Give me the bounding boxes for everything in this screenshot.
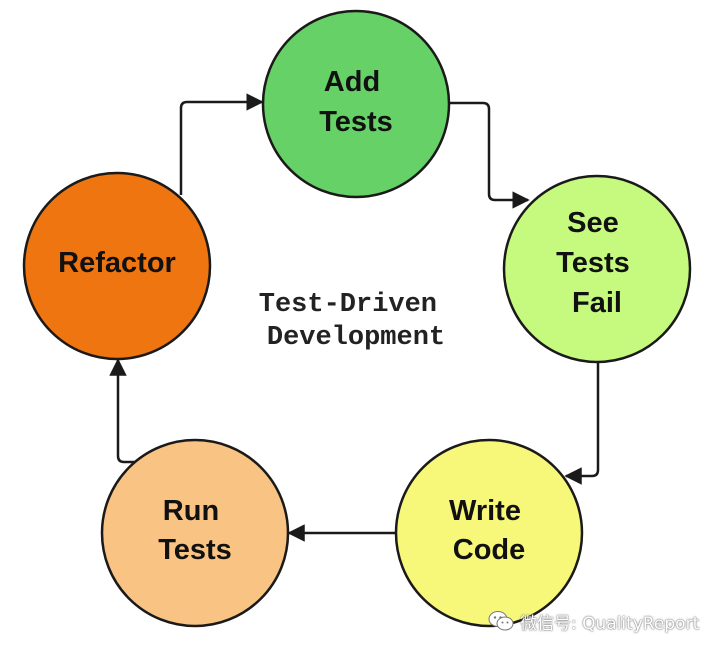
node-run-tests-circle <box>100 438 290 628</box>
node-write-code: Write Code <box>394 438 584 628</box>
center-title-line-1: Test-Driven <box>259 290 437 320</box>
node-refactor-circle <box>22 171 212 361</box>
edge-refactor-to-add-tests <box>179 93 264 195</box>
edge-see-tests-fail-to-write-code <box>564 363 600 485</box>
node-run-tests-label: Run Tests <box>158 495 232 566</box>
node-write-code-circle <box>394 438 584 628</box>
node-see-tests-fail-line-3: Fail <box>572 287 622 319</box>
node-see-tests-fail-label: See Tests Fail <box>556 207 638 319</box>
edge-add-tests-to-see-tests-fail <box>450 101 530 209</box>
node-add-tests-line-2: Tests <box>319 106 393 138</box>
node-run-tests-line-2: Tests <box>158 534 232 566</box>
node-refactor-label: Refactor <box>58 247 176 279</box>
node-see-tests-fail-line-1: See <box>567 207 619 239</box>
node-add-tests-label: Add Tests <box>319 66 393 138</box>
node-add-tests-line-1: Add <box>324 66 380 98</box>
node-run-tests: Run Tests <box>100 438 290 628</box>
wechat-icon <box>488 611 514 631</box>
node-write-code-line-1: Write <box>449 495 521 527</box>
watermark-text: 微信号: QualityReport <box>520 613 700 634</box>
center-title-line-2: Development <box>267 323 445 353</box>
node-refactor-line-1: Refactor <box>58 247 176 279</box>
node-write-code-line-2: Code <box>453 534 526 566</box>
node-refactor: Refactor <box>22 171 212 361</box>
center-title: Test-Driven Development <box>259 290 453 353</box>
node-see-tests-fail-line-2: Tests <box>556 247 630 279</box>
node-write-code-label: Write Code <box>449 495 529 566</box>
watermark: 微信号: QualityReport <box>488 606 699 636</box>
edge-run-tests-to-refactor <box>109 358 140 464</box>
node-add-tests: Add Tests <box>261 9 451 199</box>
node-see-tests-fail: See Tests Fail <box>502 174 692 364</box>
node-add-tests-circle <box>261 9 451 199</box>
node-see-tests-fail-circle <box>502 174 692 364</box>
node-run-tests-line-1: Run <box>163 495 219 527</box>
